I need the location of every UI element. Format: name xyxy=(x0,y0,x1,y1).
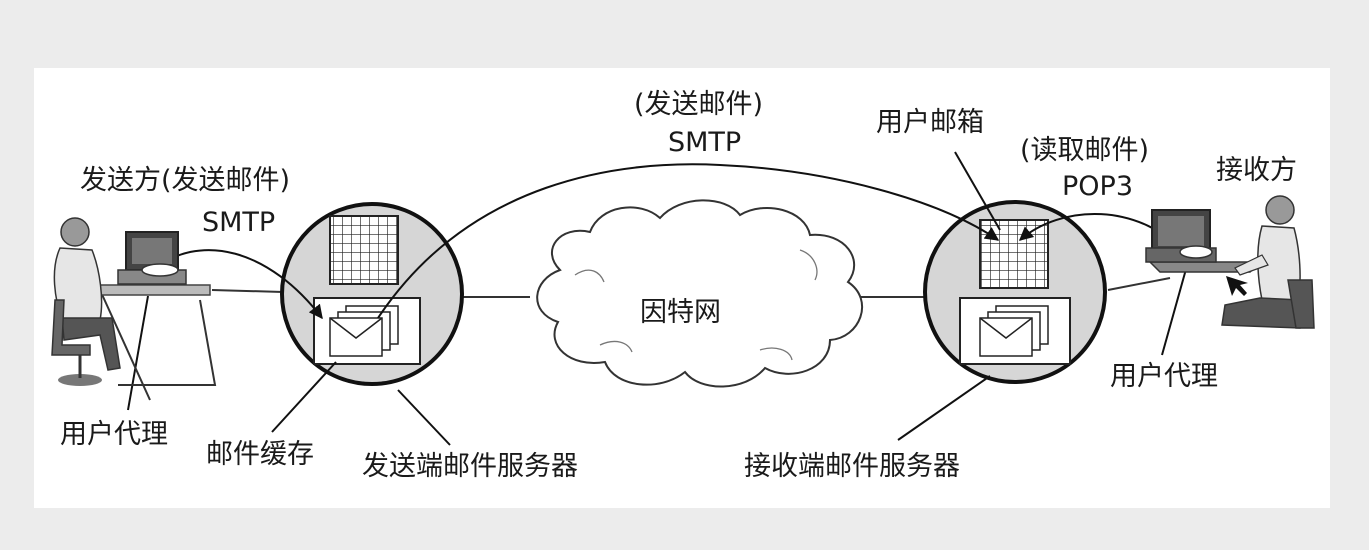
receiving-server-label: 接收端邮件服务器 xyxy=(744,451,960,482)
user-mailbox-label: 用户邮箱 xyxy=(876,107,984,138)
receiving-mail-server xyxy=(923,200,1107,384)
pointer-mail-cache xyxy=(271,361,337,433)
link-sender-to-server xyxy=(211,289,284,293)
user-agent-left-label: 用户代理 xyxy=(60,419,168,450)
pointer-receiving-server xyxy=(897,375,991,441)
receiver-label: 接收方 xyxy=(1216,155,1297,186)
sending-server-label: 发送端邮件服务器 xyxy=(362,451,578,482)
internet-cloud xyxy=(536,199,864,388)
sender-label: 发送方(发送邮件) xyxy=(80,165,291,196)
user-agent-right-label: 用户代理 xyxy=(1110,361,1218,392)
mail-cache-label: 邮件缓存 xyxy=(206,439,314,470)
mailbox-grid-icon xyxy=(329,215,399,285)
pointer-sending-server xyxy=(397,389,451,446)
send-mail-label: (发送邮件) xyxy=(634,89,764,120)
envelope-stack-icon xyxy=(329,305,399,357)
pointer-user-mailbox xyxy=(954,151,1001,231)
sender-protocol-label: SMTP xyxy=(202,207,276,238)
receiver-person-computer-icon xyxy=(1145,195,1315,329)
envelope-stack-icon xyxy=(979,305,1049,357)
sender-person-computer-icon xyxy=(51,217,217,401)
smtp-transfer-arrow xyxy=(377,163,1000,319)
mailbox-grid-icon xyxy=(979,219,1049,289)
sending-mail-server xyxy=(280,202,464,386)
read-mail-label: (读取邮件) xyxy=(1020,135,1150,166)
pointer-user-agent-left xyxy=(127,295,149,411)
internet-label: 因特网 xyxy=(640,297,721,328)
pointer-user-agent-right xyxy=(1161,261,1189,356)
send-protocol-label: SMTP xyxy=(668,127,742,158)
mouse-cursor-icon xyxy=(1226,276,1248,296)
link-server-to-receiver xyxy=(1107,277,1171,291)
read-protocol-label: POP3 xyxy=(1062,171,1133,202)
